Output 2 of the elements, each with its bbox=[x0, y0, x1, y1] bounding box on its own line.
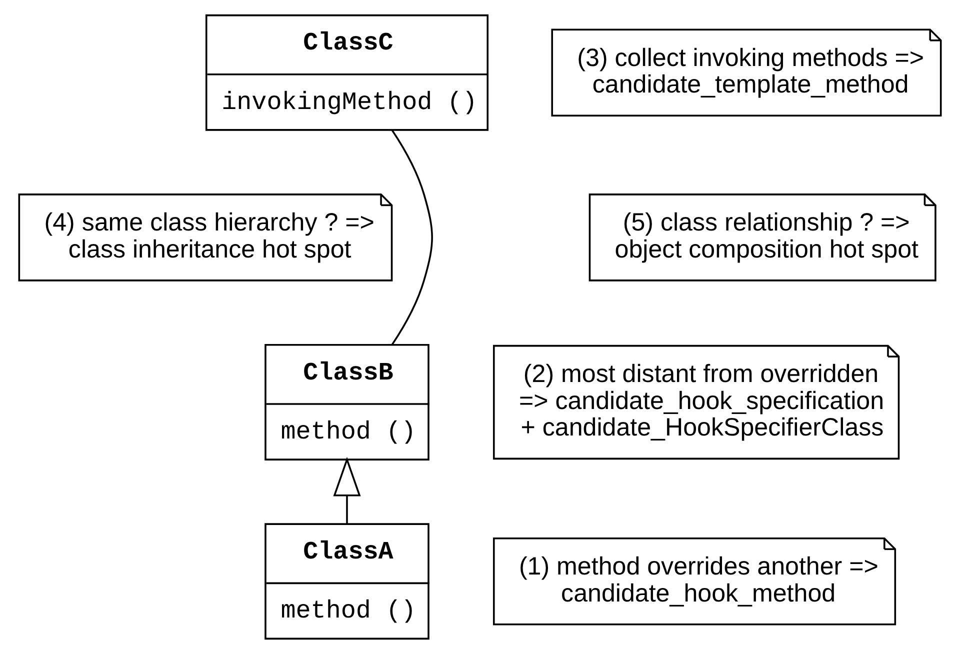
arrow bbox=[333, 456, 361, 524]
connector bbox=[391, 130, 433, 346]
